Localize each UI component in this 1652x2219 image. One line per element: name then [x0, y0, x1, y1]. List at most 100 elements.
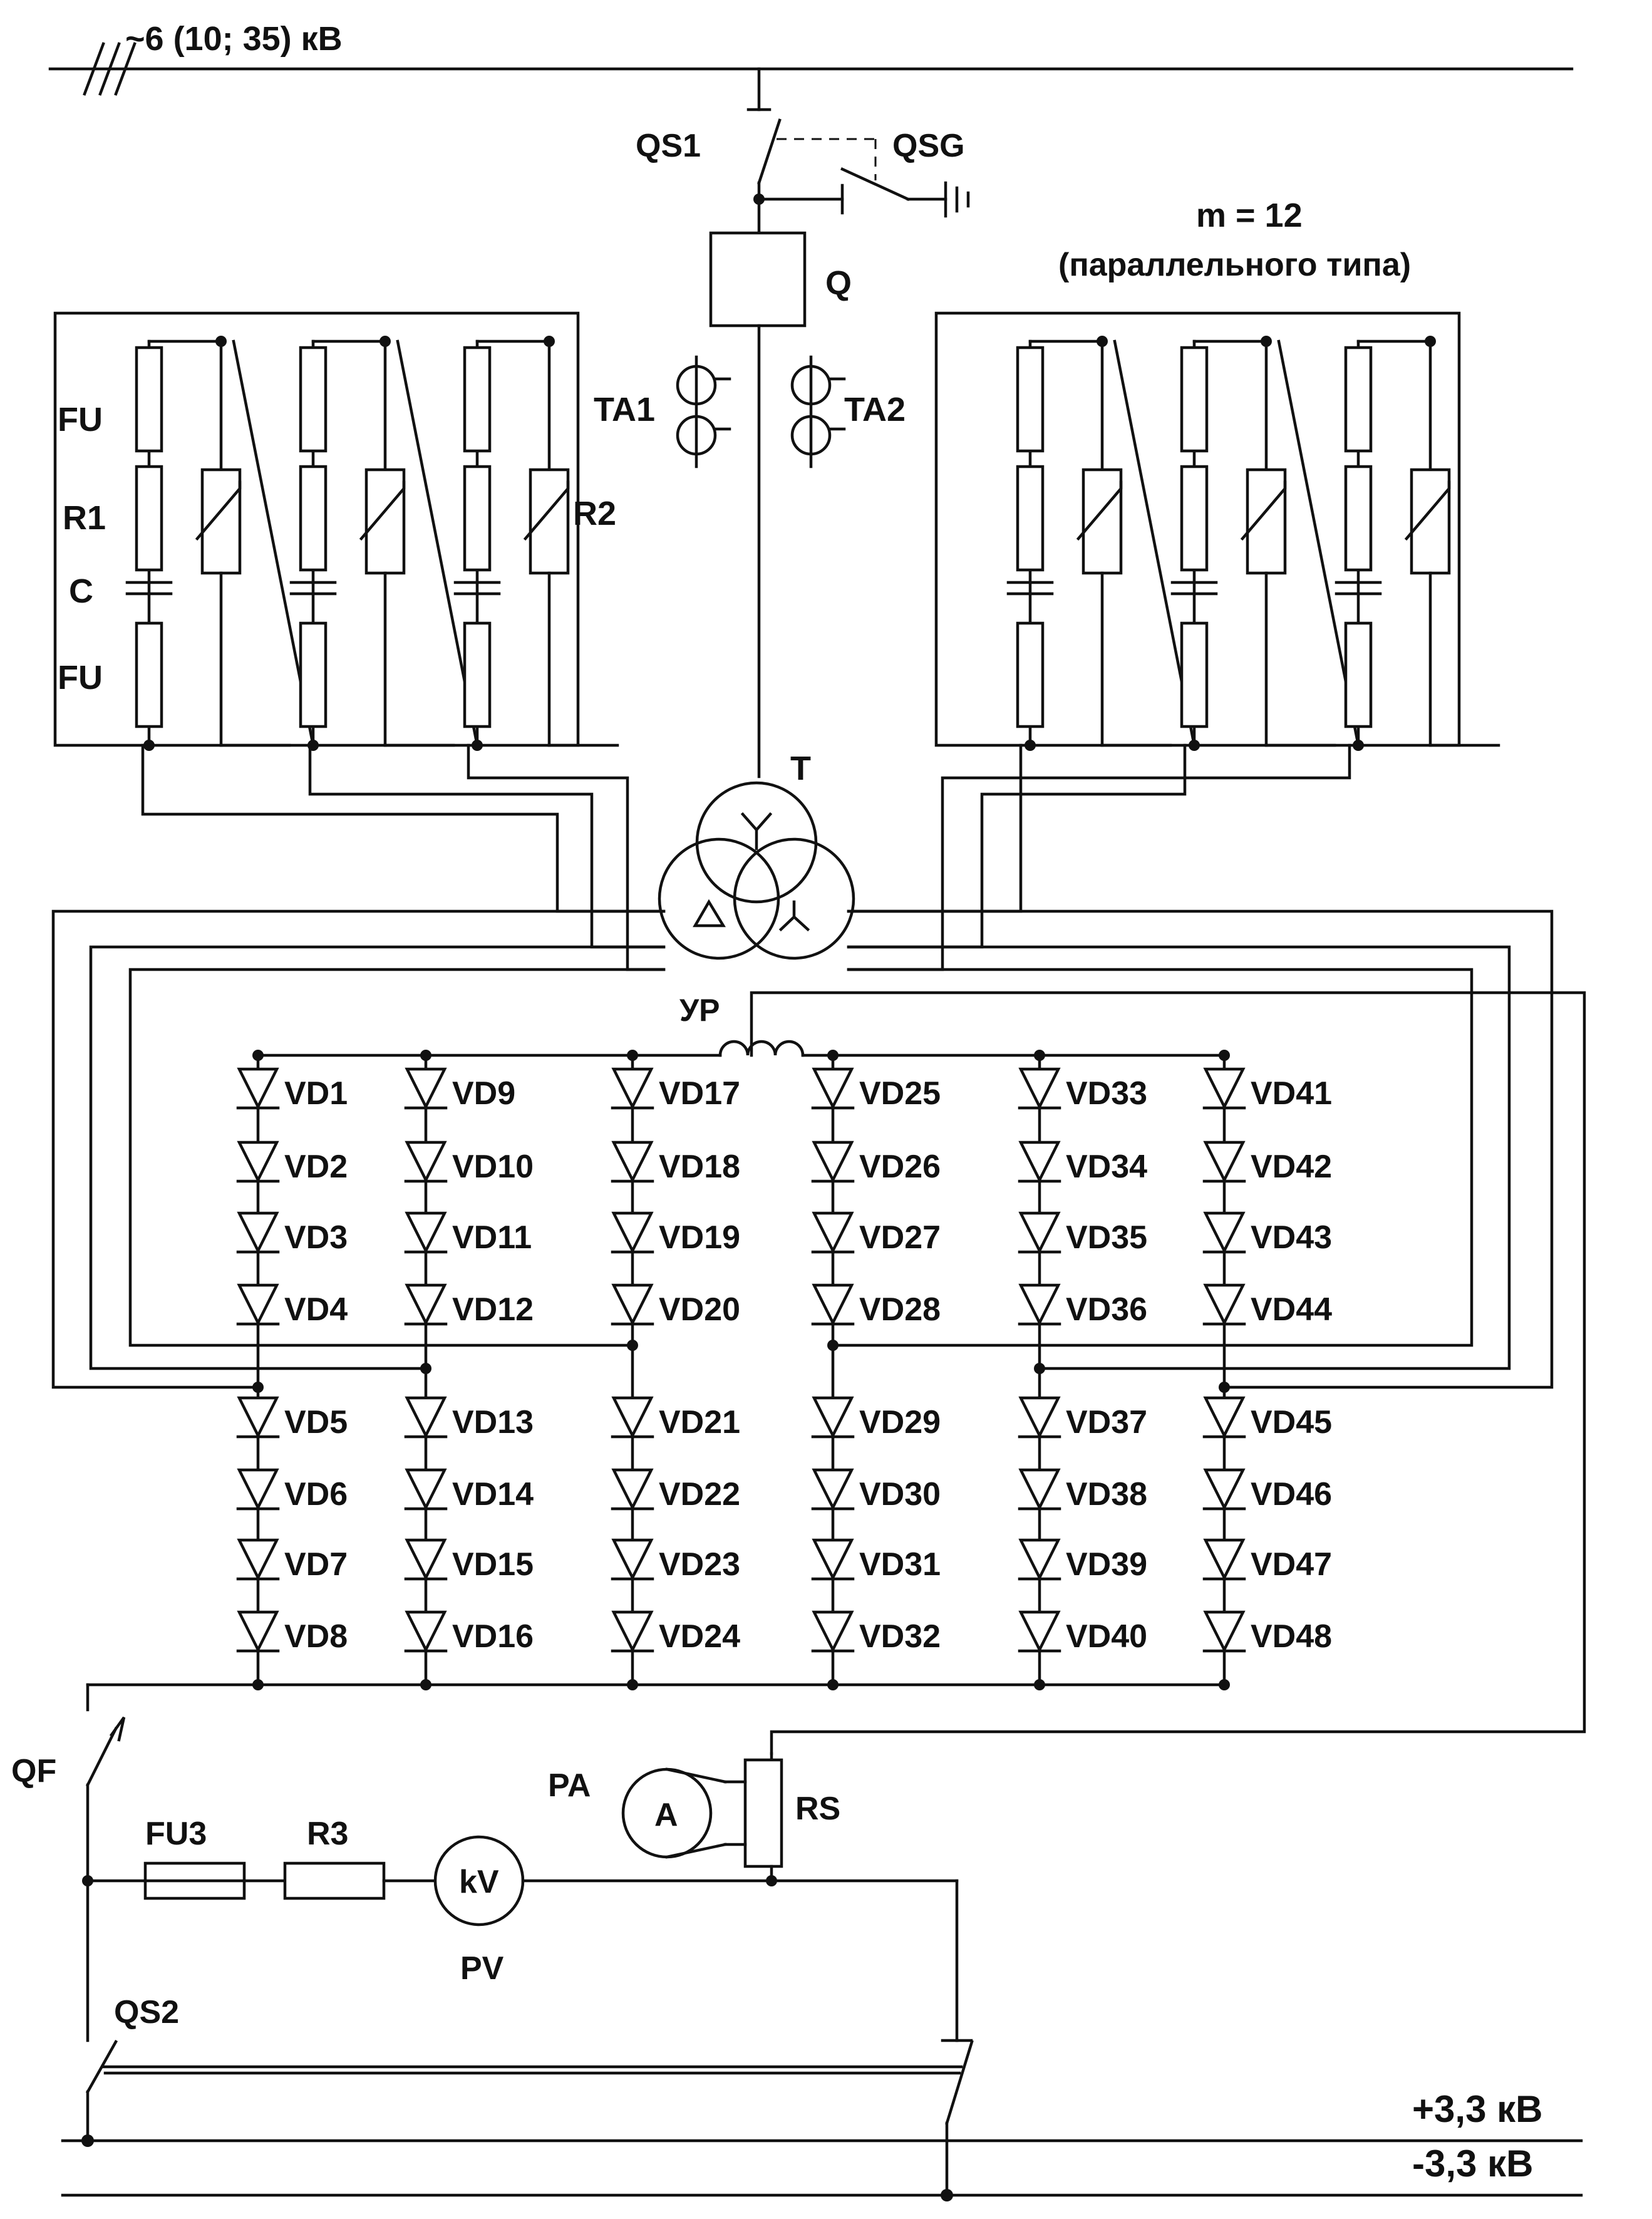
- diode-vd48-icon: [1203, 1610, 1246, 1653]
- diode-vd47-icon: [1203, 1538, 1246, 1581]
- varistor-arrow-icon: [1076, 480, 1123, 541]
- diode-label: VD42: [1251, 1149, 1332, 1185]
- qf-blade: [85, 1726, 118, 1787]
- diode-vd30-icon: [812, 1468, 854, 1511]
- fuse-lower: [1016, 621, 1045, 728]
- diode-label: VD25: [859, 1075, 941, 1112]
- diode-label: VD10: [452, 1149, 534, 1185]
- diode-label: VD46: [1251, 1476, 1332, 1513]
- filter-r2-label: R2: [573, 495, 616, 532]
- diode-label: VD47: [1251, 1546, 1332, 1583]
- diode-vd9-icon: [405, 1067, 447, 1110]
- diode-vd42-icon: [1203, 1141, 1246, 1184]
- diode-vd8-icon: [237, 1610, 279, 1653]
- hv-bus: ~6 (10; 35) кВ: [48, 20, 1574, 96]
- diode-vd15-icon: [405, 1538, 447, 1581]
- transformer-delta-winding: [658, 837, 780, 960]
- diode-label: VD16: [452, 1618, 534, 1655]
- diode-label: VD11: [452, 1219, 532, 1256]
- diode-vd12-icon: [405, 1283, 447, 1327]
- pv-label: PV: [460, 1950, 504, 1987]
- diode-label: VD9: [452, 1075, 515, 1112]
- q-label: Q: [825, 264, 852, 302]
- star-symbol-icon: [740, 812, 773, 851]
- diode-vd4-icon: [237, 1283, 279, 1327]
- filter-note-line1: m = 12: [1196, 197, 1303, 234]
- diode-vd27-icon: [812, 1211, 854, 1254]
- diode-label: VD26: [859, 1149, 941, 1185]
- diode-vd31-icon: [812, 1538, 854, 1581]
- transformer-t: T: [658, 750, 855, 960]
- diode-label: VD22: [659, 1476, 740, 1513]
- diode-label: VD1: [284, 1075, 348, 1112]
- diode-vd37-icon: [1018, 1396, 1061, 1439]
- diode-vd40-icon: [1018, 1610, 1061, 1653]
- dc-buses: +3,3 кВ -3,3 кВ: [61, 2088, 1583, 2197]
- diode-bridge: VD1VD2VD3VD4VD5VD6VD7VD8VD9VD10VD11VD12V…: [236, 1050, 1332, 1690]
- filter-fu-lower-label: FU: [58, 659, 103, 696]
- ct-ta2-icon: [790, 355, 846, 468]
- diode-vd1-icon: [237, 1067, 279, 1110]
- diode-label: VD41: [1251, 1075, 1332, 1112]
- r3-resistor: [283, 1861, 386, 1900]
- filter-note-line2: (параллельного типа): [1058, 247, 1411, 283]
- diode-vd43-icon: [1203, 1211, 1246, 1254]
- diode-vd14-icon: [405, 1468, 447, 1511]
- diode-label: VD44: [1251, 1291, 1332, 1328]
- diode-vd16-icon: [405, 1610, 447, 1653]
- diode-label: VD29: [859, 1404, 941, 1441]
- pa-label: PA: [548, 1767, 591, 1804]
- filter-labels: FU R1 C FU R2 m = 12 (параллельного типа…: [58, 197, 1411, 696]
- varistor-arrow-icon: [359, 480, 406, 541]
- filter-c-label: C: [69, 572, 93, 610]
- filter-bank-left: [53, 311, 619, 751]
- diode-vd11-icon: [405, 1211, 447, 1254]
- star-secondary-icon: [778, 900, 810, 932]
- diode-vd32-icon: [812, 1610, 854, 1653]
- reactor-label: УР: [679, 993, 720, 1028]
- reactor-coil-icon: [718, 1040, 805, 1057]
- delta-symbol-icon: [693, 899, 726, 928]
- ct-ta1-icon: [676, 355, 731, 468]
- fuse-upper: [299, 346, 328, 453]
- diode-label: VD3: [284, 1219, 348, 1256]
- diode-vd2-icon: [237, 1141, 279, 1184]
- diode-label: VD17: [659, 1075, 740, 1112]
- filter-fu-label: FU: [58, 401, 103, 438]
- fuse-upper: [1016, 346, 1045, 453]
- diode-label: VD13: [452, 1404, 534, 1441]
- qf-trip-icon: [109, 1716, 126, 1742]
- varistor-r2: [529, 468, 570, 575]
- diode-vd7-icon: [237, 1538, 279, 1581]
- fuse-lower: [299, 621, 328, 728]
- fuse-lower: [135, 621, 163, 728]
- diode-vd36-icon: [1018, 1283, 1061, 1327]
- diode-vd13-icon: [405, 1396, 447, 1439]
- diode-label: VD12: [452, 1291, 534, 1328]
- diode-vd41-icon: [1203, 1067, 1246, 1110]
- resistor-r1: [299, 465, 328, 572]
- t-label: T: [790, 750, 811, 787]
- diode-vd6-icon: [237, 1468, 279, 1511]
- output-circuit: QF FU3 R3 kV PV A PA RS QS2: [11, 1683, 974, 2201]
- fuse-upper: [1344, 346, 1373, 453]
- diode-label: VD4: [284, 1291, 348, 1328]
- diode-vd33-icon: [1018, 1067, 1061, 1110]
- fuse-upper: [1180, 346, 1209, 453]
- diode-vd19-icon: [611, 1211, 654, 1254]
- diode-vd20-icon: [611, 1283, 654, 1327]
- diode-label: VD8: [284, 1618, 348, 1655]
- diode-label: VD23: [659, 1546, 740, 1583]
- fu3-label: FU3: [145, 1816, 207, 1852]
- qsg-blade: [840, 167, 910, 201]
- diode-label: VD20: [659, 1291, 740, 1328]
- dc-pos-label: +3,3 кВ: [1412, 2088, 1542, 2130]
- diode-vd28-icon: [812, 1283, 854, 1327]
- shunt-rs: [743, 1758, 783, 1868]
- diode-vd39-icon: [1018, 1538, 1061, 1581]
- varistor-r2: [1410, 468, 1451, 575]
- diode-label: VD14: [452, 1476, 534, 1513]
- diode-vd24-icon: [611, 1610, 654, 1653]
- varistor-r2: [1082, 468, 1123, 575]
